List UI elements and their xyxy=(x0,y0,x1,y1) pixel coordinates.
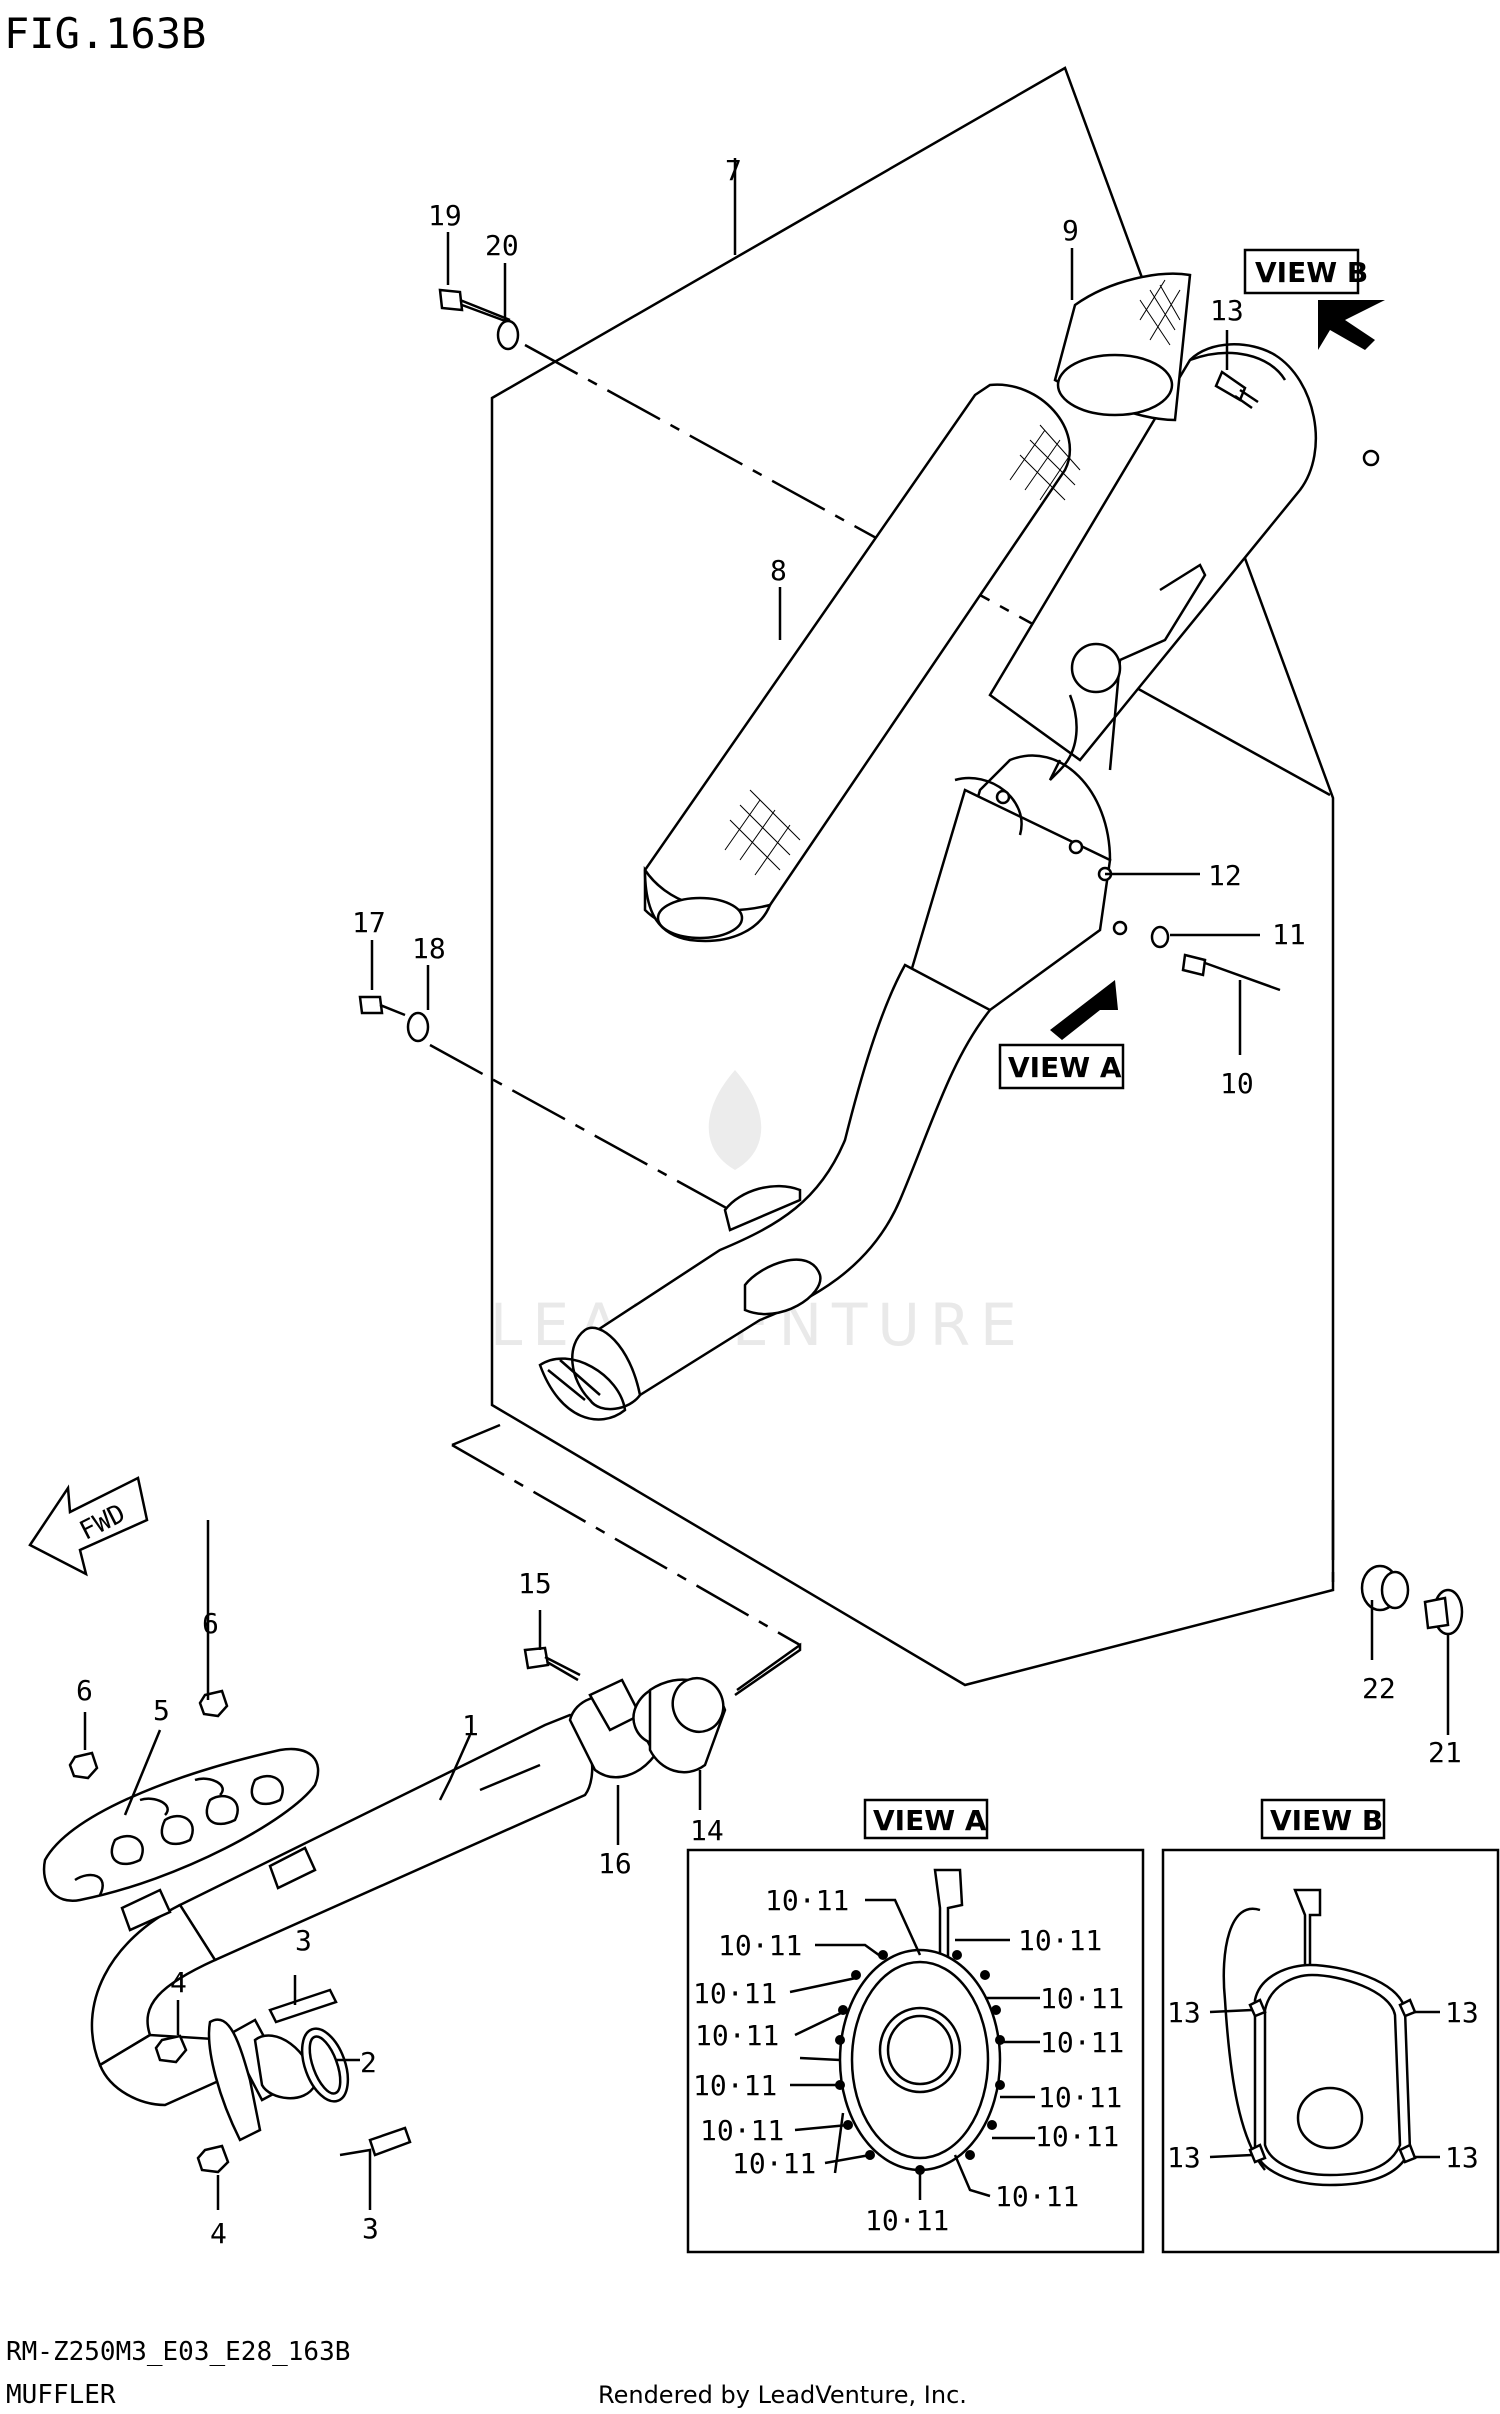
callout-2: 2 xyxy=(360,2046,377,2079)
flame-logo-icon xyxy=(708,1070,762,1170)
view-a-callout-5: 10·11 xyxy=(1040,1982,1124,2015)
footer-model-code: RM-Z250M3_E03_E28_163B xyxy=(6,2337,350,2367)
callout-11: 11 xyxy=(1272,918,1306,951)
view-a-arrow-icon xyxy=(1050,980,1118,1040)
view-b-arrow-icon xyxy=(1318,300,1385,350)
view-b-callout-3: 13 xyxy=(1167,2141,1201,2174)
view-a-callout-2: 10·11 xyxy=(718,1929,802,1962)
callout-4-upper: 4 xyxy=(170,1966,187,1999)
callout-16: 16 xyxy=(598,1847,632,1880)
figure-title: FIG.163B xyxy=(4,9,206,58)
callout-21: 21 xyxy=(1428,1736,1462,1769)
view-a-tag: VIEW A xyxy=(1008,1051,1122,1084)
connector-14 xyxy=(632,1676,727,1774)
washer-11 xyxy=(1150,925,1170,949)
view-b-callout-1: 13 xyxy=(1167,1996,1201,2029)
view-a-callout-6: 10·11 xyxy=(695,2019,779,2052)
washer-20 xyxy=(496,319,520,351)
footer-rendered-by: Rendered by LeadVenture, Inc. xyxy=(598,2381,967,2409)
nut-6-left xyxy=(68,1751,99,1780)
callout-8: 8 xyxy=(770,554,787,587)
bolt-13 xyxy=(1214,370,1259,410)
bolt-19 xyxy=(438,288,511,324)
fwd-arrow-icon xyxy=(28,1476,149,1577)
callout-10: 10 xyxy=(1220,1067,1254,1100)
view-a-inset-title: VIEW A xyxy=(873,1804,987,1837)
assembly-box-lower-right xyxy=(734,1642,802,1697)
callout-14: 14 xyxy=(690,1814,724,1847)
exhaust-pipe xyxy=(90,1713,594,2142)
view-a-callout-13: 10·11 xyxy=(995,2180,1079,2213)
callout-6-left: 6 xyxy=(76,1674,93,1707)
view-a-callout-4: 10·11 xyxy=(693,1977,777,2010)
view-a-callout-1: 10·11 xyxy=(765,1884,849,1917)
callout-leaders xyxy=(83,158,1450,2210)
grommet-22 xyxy=(1360,1564,1410,1612)
callout-13: 13 xyxy=(1210,294,1244,327)
view-a-callout-7: 10·11 xyxy=(1040,2026,1124,2059)
assembly-box-lower-left xyxy=(451,1423,501,1447)
callout-6-right: 6 xyxy=(202,1607,219,1640)
view-b-tag-box xyxy=(1243,248,1360,295)
view-a-callout-9: 10·11 xyxy=(1038,2081,1122,2114)
view-b-tag: VIEW B xyxy=(1255,256,1368,289)
callout-17: 17 xyxy=(352,906,386,939)
callout-18: 18 xyxy=(412,932,446,965)
callout-20: 20 xyxy=(485,229,519,262)
callout-19: 19 xyxy=(428,199,462,232)
callout-7: 7 xyxy=(725,154,742,187)
heat-protector-5 xyxy=(42,1747,320,1932)
callout-5: 5 xyxy=(153,1694,170,1727)
assembly-box-7 xyxy=(490,66,1335,1687)
reference-line-17-18 xyxy=(429,1043,731,1212)
collar-21 xyxy=(1423,1588,1464,1636)
end-cap xyxy=(1053,272,1192,422)
bolt-15 xyxy=(523,1646,581,1682)
stud-3-upper xyxy=(268,1988,338,2024)
callout-22: 22 xyxy=(1362,1672,1396,1705)
washer-18 xyxy=(406,1011,430,1043)
callout-3-lower: 3 xyxy=(362,2212,379,2245)
reference-line-19-20 xyxy=(524,343,1081,652)
callout-3-upper: 3 xyxy=(295,1924,312,1957)
nut-4-lower xyxy=(196,2144,230,2174)
view-a-leaders xyxy=(789,1898,1040,2200)
view-a-tag-box xyxy=(998,1043,1125,1090)
view-b-inset: VIEW B 13 13 13 13 xyxy=(1161,1798,1500,2254)
bolt-17 xyxy=(358,995,406,1017)
view-a-callout-11: 10·11 xyxy=(1035,2120,1119,2153)
lower-dash-line xyxy=(451,1443,801,1647)
nut-6-right xyxy=(198,1689,229,1718)
callout-4-lower: 4 xyxy=(210,2217,227,2250)
stud-3-lower xyxy=(368,2126,412,2157)
callout-9: 9 xyxy=(1062,214,1079,247)
muffler-assembly xyxy=(538,343,1380,1421)
fwd-arrow: FWD xyxy=(28,1476,149,1577)
callout-12: 12 xyxy=(1208,859,1242,892)
view-a-inset: VIEW A xyxy=(686,1798,1145,2254)
callouts: 1 2 3 3 4 4 5 6 6 7 8 9 10 11 12 13 14 1… xyxy=(76,154,1462,2250)
callout-15: 15 xyxy=(518,1567,552,1600)
view-a-callout-12: 10·11 xyxy=(732,2147,816,2180)
view-a-callout-3: 10·11 xyxy=(1018,1924,1102,1957)
view-b-callout-4: 13 xyxy=(1445,2141,1479,2174)
view-a-callout-10: 10·11 xyxy=(700,2114,784,2147)
footer-section-name: MUFFLER xyxy=(6,2380,116,2410)
rivet-10 xyxy=(1181,953,1281,992)
view-b-callout-2: 13 xyxy=(1445,1996,1479,2029)
heat-shield xyxy=(643,383,1081,943)
view-a-callout-8: 10·11 xyxy=(693,2069,777,2102)
view-a-callout-14: 10·11 xyxy=(865,2204,949,2237)
callout-1: 1 xyxy=(462,1709,479,1742)
nut-4-upper xyxy=(154,2034,188,2064)
view-b-inset-title: VIEW B xyxy=(1270,1804,1383,1837)
